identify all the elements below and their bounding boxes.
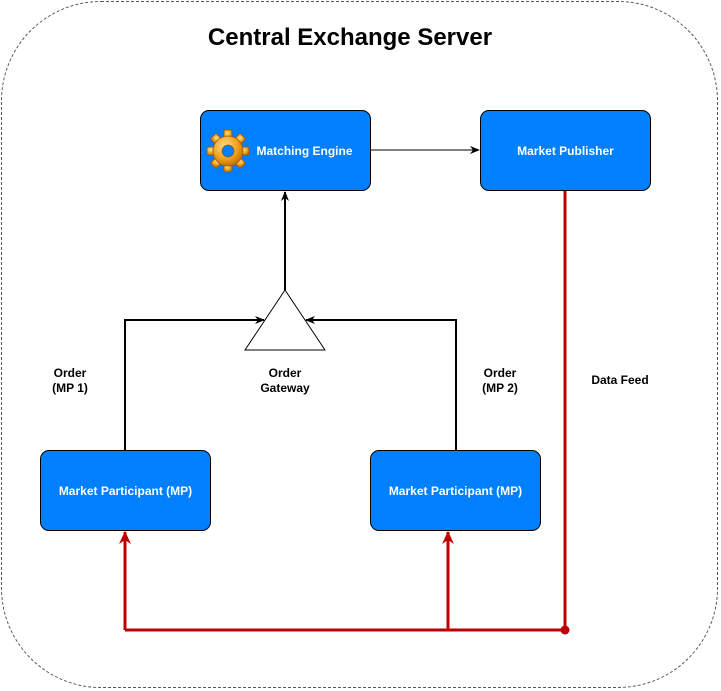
order-mp1-label-line2: (MP 1) [52,381,88,395]
data-feed-label: Data Feed [591,373,649,387]
gear-icon [206,129,250,173]
order-mp1-label: Order (MP 1) [40,366,100,396]
order-mp1-label-line1: Order [53,366,87,380]
market-participant-1-node[interactable]: Market Participant (MP) [40,450,211,531]
order-mp1-arrow [124,316,265,450]
diagram-title: Central Exchange Server [207,24,493,51]
data-feed-junction [560,625,570,635]
order-mp2-label-line1: Order [483,366,517,380]
order-gateway-label-line1: Order [268,366,302,380]
market-participant-1-label: Market Participant (MP) [58,483,193,498]
order-mp2-label-line2: (MP 2) [482,381,518,395]
order-gateway-label: Order Gateway [245,366,325,396]
market-participant-2-node[interactable]: Market Participant (MP) [370,450,541,531]
order-gateway-shape [244,289,326,351]
order-mp2-label: Order (MP 2) [470,366,530,396]
data-feed-trunk [125,190,567,632]
matching-engine-label: Matching Engine [256,143,353,158]
matching-engine-node[interactable]: Matching Engine [200,110,371,191]
order-mp2-arrow [305,316,457,450]
order-gateway-label-line2: Gateway [260,381,310,395]
market-publisher-node[interactable]: Market Publisher [480,110,651,191]
market-participant-2-label: Market Participant (MP) [388,483,523,498]
market-publisher-label: Market Publisher [517,143,614,158]
